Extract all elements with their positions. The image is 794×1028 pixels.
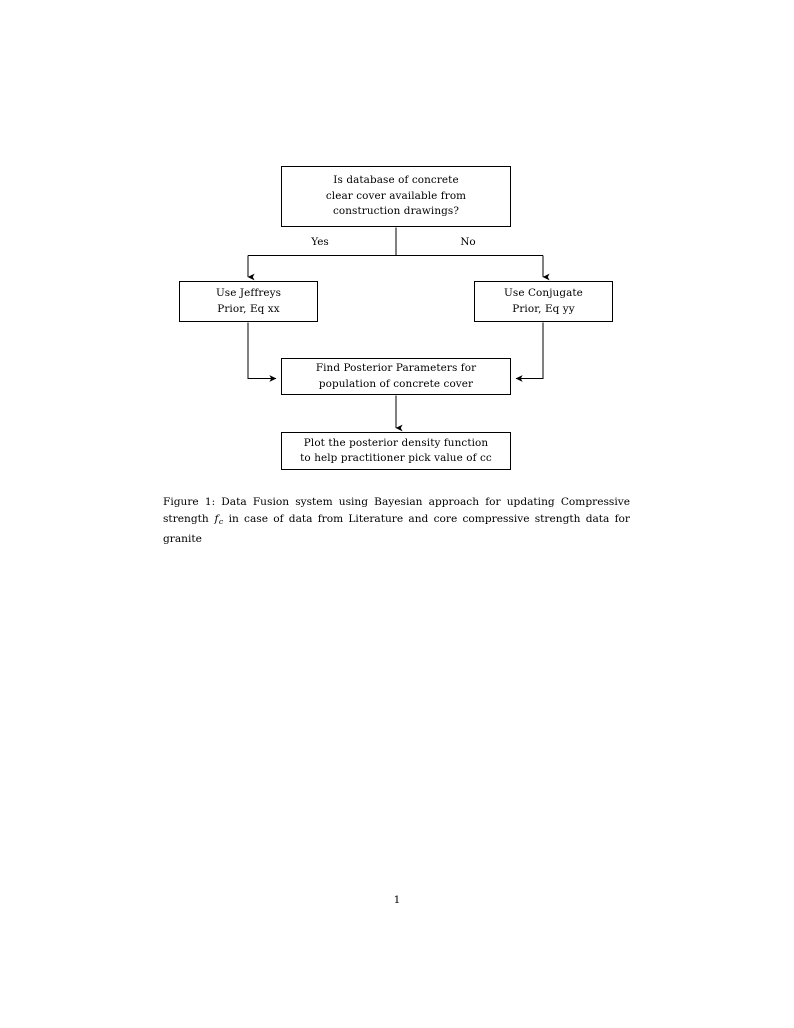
figure-caption-text-2: in case of data from Literature and core… [163, 513, 630, 545]
jeffreys-prior-box: Use Jeffreys Prior, Eq xx [179, 281, 318, 322]
decision-box-line-3: construction drawings? [332, 205, 460, 218]
decision-box-line-2: clear cover available from [325, 189, 467, 202]
conjugate-prior-box: Use Conjugate Prior, Eq yy [474, 281, 613, 322]
decision-box: Is database of concrete clear cover avai… [281, 166, 511, 227]
plot-density-box: Plot the posterior density function to h… [281, 432, 511, 470]
find-posterior-box-line-2: population of concrete cover [318, 377, 474, 390]
figure-1: Is database of concrete clear cover avai… [0, 0, 794, 490]
edge-label-no: No [460, 236, 476, 248]
figure-caption-math-subscript: c [218, 517, 224, 527]
find-posterior-box-line-1: Find Posterior Parameters for [315, 362, 477, 375]
conjugate-prior-box-line-1: Use Conjugate [504, 287, 583, 300]
page-number: 1 [393, 894, 401, 906]
flowchart-connectors [247, 227, 550, 432]
find-posterior-box: Find Posterior Parameters for population… [281, 358, 511, 395]
plot-density-box-line-2: to help practitioner pick value of cc [300, 452, 492, 464]
edge-conjugate-to-posterior [515, 322, 544, 382]
jeffreys-prior-box-line-2: Prior, Eq xx [217, 302, 280, 315]
figure-caption-math-symbol: f [214, 513, 219, 526]
jeffreys-prior-box-line-1: Use Jeffreys [215, 287, 282, 300]
plot-density-box-line-1: Plot the posterior density function [303, 436, 489, 449]
figure-caption-text-1: Data Fusion system using Bayesian approa… [163, 496, 630, 526]
conjugate-prior-box-line-2: Prior, Eq yy [512, 302, 575, 315]
figure-caption-label: Figure 1: [163, 496, 216, 508]
edge-label-yes: Yes [311, 236, 329, 248]
decision-box-line-1: Is database of concrete [333, 174, 459, 187]
edge-jeffreys-to-posterior [247, 322, 277, 382]
figure-caption: Figure 1: Data Fusion system using Bayes… [163, 494, 630, 548]
